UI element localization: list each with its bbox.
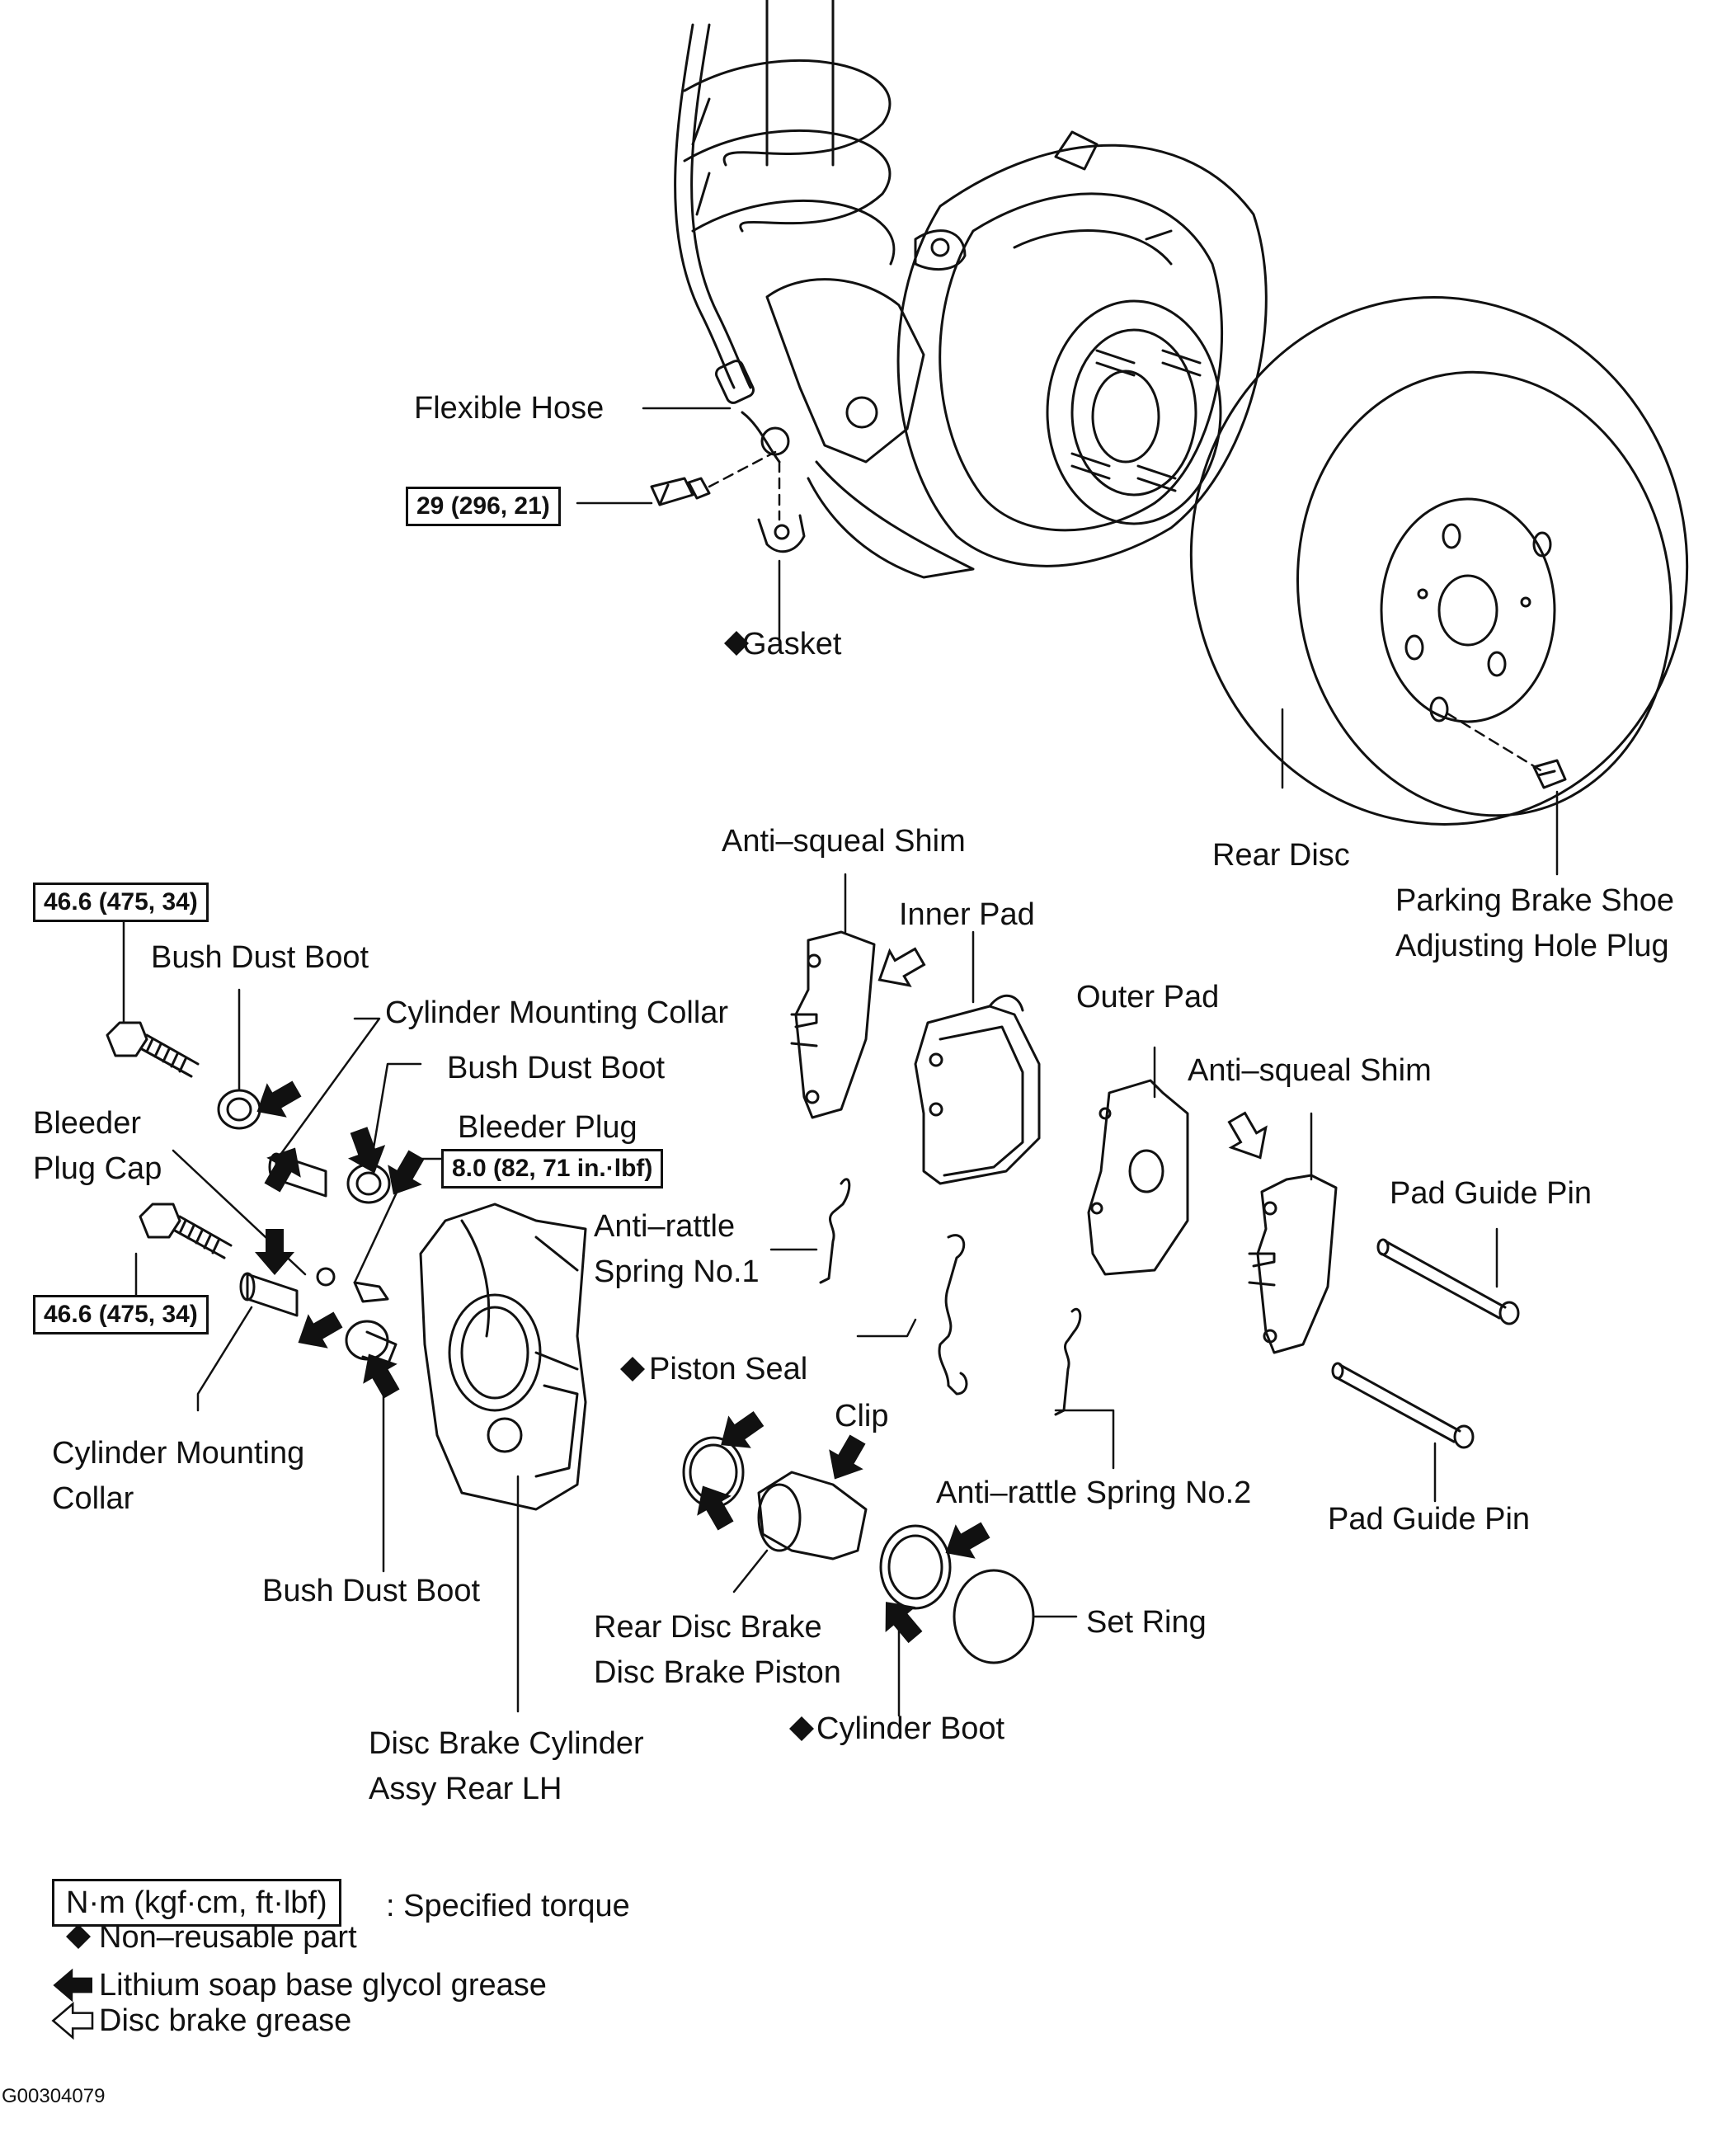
label-gasket: Gasket: [742, 627, 842, 661]
inner-shim-drawing: [790, 930, 876, 1119]
caliper-body-drawing: [419, 1203, 587, 1511]
outer-shim-drawing: [1248, 1174, 1338, 1354]
label-parking-plug-line2: Adjusting Hole Plug: [1395, 929, 1669, 963]
label-piston-line2: Disc Brake Piston: [594, 1655, 841, 1690]
torque-hose-bolt: 29 (296, 21): [406, 487, 561, 526]
hub-studs-drawing: [1046, 299, 1222, 525]
label-rear-disc: Rear Disc: [1212, 838, 1350, 873]
label-anti-rattle-1-line1: Anti–rattle: [594, 1209, 736, 1244]
label-cylinder-collar-2-line1: Cylinder Mounting: [52, 1436, 305, 1471]
legend-disc-grease: Disc brake grease: [99, 2003, 352, 2038]
leader-lines: [122, 407, 1559, 1717]
label-piston-seal: Piston Seal: [649, 1352, 808, 1386]
steering-knuckle-drawing: [765, 229, 975, 579]
hollow-arrow-icon: [52, 2003, 94, 2039]
label-cylinder-assy-line2: Assy Rear LH: [369, 1772, 562, 1806]
label-cylinder-boot: Cylinder Boot: [816, 1711, 1005, 1746]
strut-spring-drawing: [674, 0, 896, 464]
torque-upper-bolt: 46.6 (475, 34): [33, 883, 209, 922]
legend-torque-box: N·m (kgf·cm, ft·lbf): [52, 1879, 341, 1927]
label-pad-guide-pin-top: Pad Guide Pin: [1390, 1176, 1593, 1211]
assembly-dashed-lines: [708, 450, 1544, 773]
legend-nonreusable: Non–reusable part: [99, 1920, 357, 1955]
label-cylinder-collar-1: Cylinder Mounting Collar: [385, 996, 729, 1030]
label-bush-dust-boot-3: Bush Dust Boot: [262, 1574, 481, 1608]
rear-disc-drawing: [1189, 296, 1689, 826]
figure-code: G00304079: [2, 2085, 106, 2107]
label-parking-plug-line1: Parking Brake Shoe: [1395, 883, 1674, 918]
mounting-bolts-drawing: [106, 1021, 233, 1259]
torque-lower-bolt: 46.6 (475, 34): [33, 1295, 209, 1334]
legend-icons: [52, 1924, 94, 2039]
label-clip: Clip: [835, 1399, 889, 1433]
pad-guide-pin-drawing: [1331, 1238, 1520, 1449]
label-outer-shim: Anti–squeal Shim: [1188, 1053, 1432, 1088]
legend-torque-text: : Specified torque: [386, 1889, 630, 1923]
backing-plate-drawing: [896, 130, 1268, 567]
label-anti-rattle-2: Anti–rattle Spring No.2: [936, 1476, 1252, 1510]
torque-bleeder: 8.0 (82, 71 in.·lbf): [441, 1149, 664, 1189]
label-flexible-hose: Flexible Hose: [414, 391, 605, 426]
label-outer-pad: Outer Pad: [1076, 980, 1220, 1014]
piston-group-drawing: [682, 1436, 1035, 1664]
label-inner-pad: Inner Pad: [899, 897, 1035, 932]
outer-pad-drawing: [1087, 1079, 1189, 1276]
label-piston-line1: Rear Disc Brake: [594, 1610, 822, 1645]
label-cylinder-collar-2-line2: Collar: [52, 1481, 134, 1516]
label-bush-dust-boot-2: Bush Dust Boot: [447, 1051, 666, 1085]
label-bleeder-line2: Plug Cap: [33, 1151, 162, 1186]
label-cylinder-assy-line1: Disc Brake Cylinder: [369, 1726, 644, 1761]
solid-diamond-icon: [66, 1924, 91, 1949]
label-bleeder-line1: Bleeder: [33, 1106, 141, 1141]
label-bleeder-plug: Bleeder Plug: [458, 1110, 637, 1145]
label-pad-guide-pin-bottom: Pad Guide Pin: [1328, 1502, 1531, 1537]
label-inner-shim: Anti–squeal Shim: [722, 824, 966, 859]
union-bolt-gasket-drawing: [650, 426, 806, 553]
label-bush-dust-boot-1: Bush Dust Boot: [151, 940, 369, 975]
solid-arrow-icon: [53, 1968, 92, 2003]
label-anti-rattle-1-line2: Spring No.1: [594, 1254, 760, 1289]
legend-lithium-grease: Lithium soap base glycol grease: [99, 1968, 547, 2003]
label-set-ring: Set Ring: [1086, 1605, 1207, 1640]
inner-pad-drawing: [914, 994, 1041, 1185]
nonreusable-diamonds: [620, 631, 814, 1741]
hole-plug-drawing: [1532, 759, 1567, 789]
spring-clip-drawing: [819, 1178, 1082, 1416]
